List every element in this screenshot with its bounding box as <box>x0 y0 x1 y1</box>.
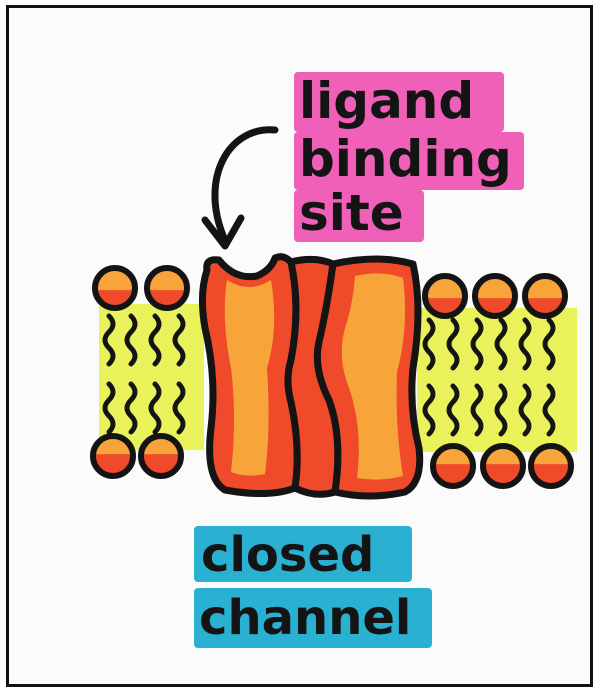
ligand-binding-site-label: ligand binding site <box>294 72 524 242</box>
closed-channel-label: closed channel <box>194 526 432 648</box>
label-binding: binding <box>299 130 512 188</box>
diagram-frame: ligand binding site <box>6 5 593 687</box>
channel-protein <box>202 257 419 496</box>
label-closed: closed <box>201 527 374 583</box>
label-site: site <box>299 184 404 242</box>
label-channel: channel <box>199 590 411 646</box>
ligand-gated-channel-diagram: ligand binding site <box>9 8 593 687</box>
curved-arrow-icon <box>205 130 275 246</box>
label-ligand: ligand <box>299 72 474 130</box>
